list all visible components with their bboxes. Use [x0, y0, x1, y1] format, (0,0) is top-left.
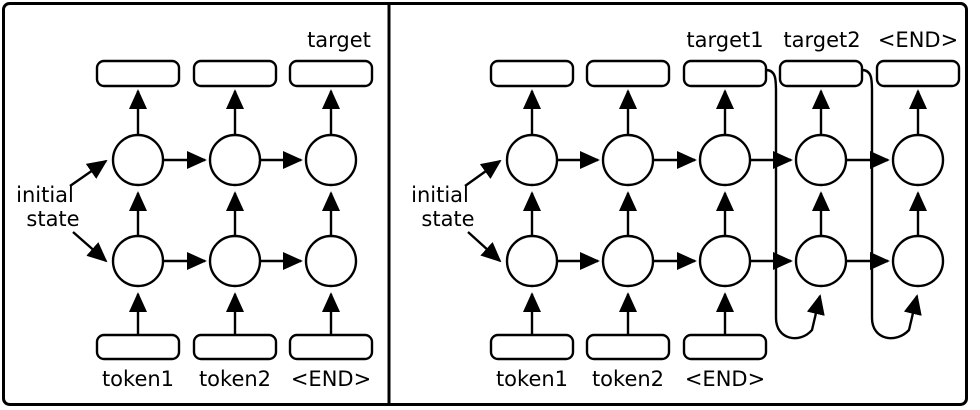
output-box-right-3[interactable] [682, 59, 768, 88]
input-box-right-3[interactable] [682, 333, 768, 361]
feedback-curve-right-4-to-5 [861, 68, 922, 340]
rnn-cell-upper-right-5[interactable] [891, 133, 945, 187]
rnn-cell-lower-right-2[interactable] [601, 234, 655, 288]
training-panel: target [16, 28, 374, 391]
input-label-left-3: <END> [291, 367, 371, 391]
initial-state-label-left-line1: initial [16, 183, 74, 207]
input-label-right-1: token1 [496, 367, 568, 391]
output-label-left-3: target [307, 28, 371, 52]
arrow-initial-state-upper-left [69, 159, 108, 187]
input-box-right-1[interactable] [489, 333, 575, 361]
output-box-left-1[interactable] [95, 59, 181, 88]
output-box-right-1[interactable] [489, 59, 575, 88]
output-box-left-2[interactable] [192, 59, 278, 88]
initial-state-label-right-line1: initial [411, 183, 469, 207]
input-label-left-2: token2 [199, 367, 271, 391]
output-box-right-4[interactable] [778, 59, 864, 88]
input-box-right-2[interactable] [585, 333, 671, 361]
output-box-left-3[interactable] [288, 59, 374, 88]
input-label-right-3: <END> [685, 367, 765, 391]
arrow-initial-state-lower-right [467, 231, 502, 263]
rnn-cell-lower-right-5[interactable] [891, 234, 945, 288]
diagram-outer-frame [2, 2, 968, 406]
inference-panel: target1 target2 <END> [411, 28, 961, 391]
feedback-curve-right-3-to-4 [765, 68, 825, 340]
initial-state-label-right-line2: state [421, 207, 474, 231]
rnn-cell-lower-right-4[interactable] [794, 234, 848, 288]
output-box-right-2[interactable] [585, 59, 671, 88]
input-box-left-2[interactable] [192, 333, 278, 361]
arrow-initial-state-upper-right [464, 159, 502, 187]
rnn-cell-lower-left-1[interactable] [111, 234, 165, 288]
rnn-cell-lower-left-3[interactable] [304, 234, 358, 288]
input-box-left-3[interactable] [288, 333, 374, 361]
rnn-cell-upper-left-1[interactable] [111, 133, 165, 187]
rnn-cell-upper-right-2[interactable] [601, 133, 655, 187]
rnn-cell-lower-right-3[interactable] [698, 234, 752, 288]
input-label-left-1: token1 [102, 367, 174, 391]
initial-state-label-left-line2: state [26, 207, 79, 231]
input-label-right-2: token2 [592, 367, 664, 391]
rnn-cell-upper-right-3[interactable] [698, 133, 752, 187]
rnn-cell-upper-left-2[interactable] [208, 133, 262, 187]
rnn-cell-lower-left-2[interactable] [208, 234, 262, 288]
arrow-initial-state-lower-left [72, 231, 108, 263]
rnn-cell-upper-left-3[interactable] [304, 133, 358, 187]
output-label-right-3: target1 [686, 28, 763, 52]
rnn-cell-lower-right-1[interactable] [505, 234, 559, 288]
output-label-right-4: target2 [783, 28, 860, 52]
rnn-cell-upper-right-4[interactable] [794, 133, 848, 187]
input-box-left-1[interactable] [95, 333, 181, 361]
rnn-cell-upper-right-1[interactable] [505, 133, 559, 187]
output-box-right-5[interactable] [875, 59, 961, 88]
output-label-right-5: <END> [878, 28, 958, 52]
